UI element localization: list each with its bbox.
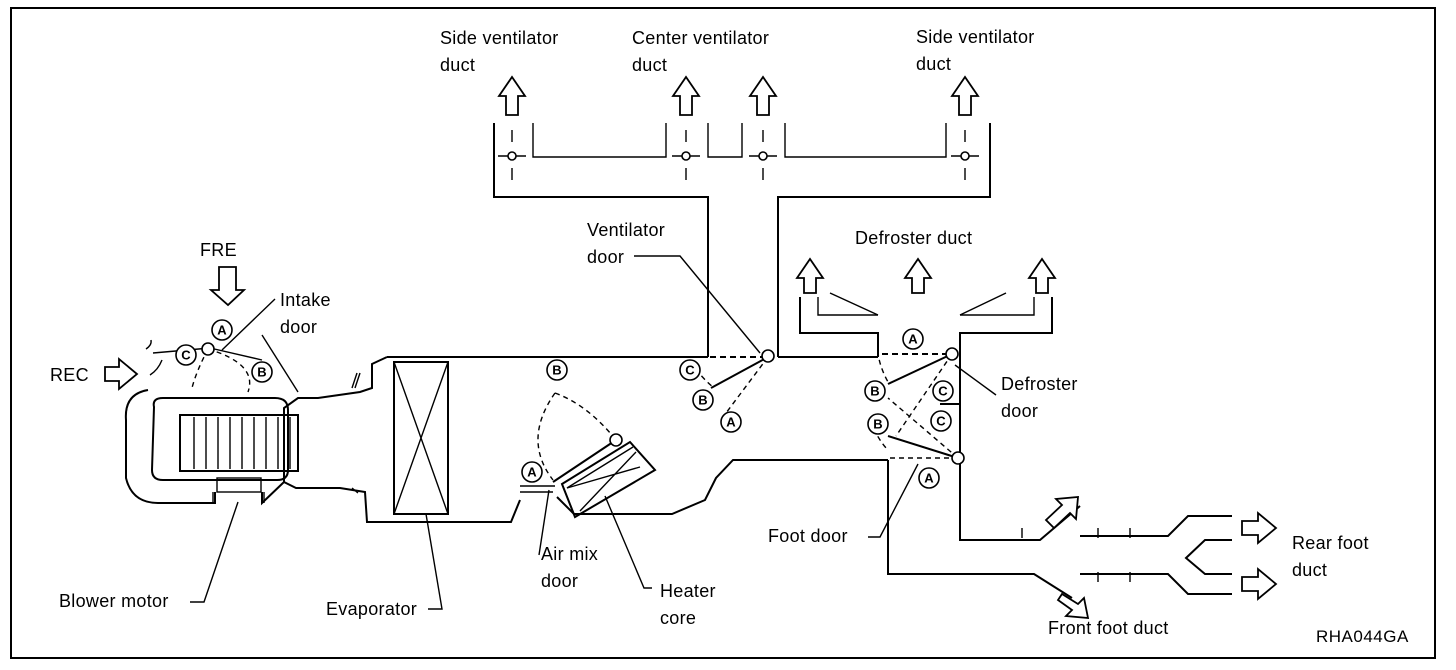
fre-arrow [208,266,247,307]
rec-arrow [104,357,163,391]
intake-door-label: Intake door [280,290,331,337]
leader-lines [190,255,997,610]
svg-text:B: B [552,363,561,378]
position-marker-b-intake: B [251,361,273,383]
heater-core [560,433,657,519]
foot-door-label: Foot door [768,526,848,546]
main-case-outline [283,356,1081,599]
position-marker-c-foot: C [930,410,952,432]
defroster-outlets [795,257,1057,357]
ventilator-door-label: Ventilator door [587,220,666,267]
figure-reference-code: RHA044GA [1316,627,1409,646]
evaporator-core [393,361,449,515]
svg-text:B: B [873,417,882,432]
vent-outlet-arrows [497,75,980,116]
blower-housing [124,389,289,506]
front-foot-duct-label: Front foot duct [1048,618,1169,638]
position-marker-b-ventilator: B [692,389,714,411]
position-marker-b-defroster: B [864,380,886,402]
svg-text:C: C [685,363,695,378]
svg-text:A: A [924,471,934,486]
position-marker-c-defroster: C [932,380,954,402]
svg-text:B: B [698,393,707,408]
position-marker-a-intake: A [211,319,233,341]
svg-text:B: B [257,365,266,380]
blower-fan [179,414,299,472]
side-ventilator-duct-right-label: Side ventilator duct [916,27,1035,74]
rear-foot-duct-label: Rear foot duct [1292,533,1369,580]
side-ventilator-duct-left-label: Side ventilator duct [440,28,559,75]
air-mix-door-label: Air mix door [541,544,599,591]
svg-text:C: C [938,384,948,399]
defroster-door [877,341,960,437]
rec-label: REC [50,365,89,385]
defroster-door-label: Defroster door [1001,374,1078,421]
center-ventilator-duct-label: Center ventilator duct [632,28,770,75]
svg-text:C: C [936,414,946,429]
air-mix-door [537,392,617,483]
intake-section [145,334,299,393]
diagram-frame [10,7,1436,659]
svg-text:A: A [527,465,537,480]
blower-motor-label: Blower motor [59,591,169,611]
svg-text:C: C [181,348,191,363]
heater-core-label: Heater core [660,581,716,628]
svg-text:A: A [908,332,918,347]
defroster-duct-label: Defroster duct [855,228,973,248]
position-marker-a-airmix: A [521,461,543,483]
svg-text:A: A [726,415,736,430]
position-marker-b-airmix: B [546,359,568,381]
position-marker-a-foot: A [918,467,940,489]
svg-text:B: B [870,384,879,399]
fre-label: FRE [200,240,237,260]
position-marker-a-defroster: A [902,328,924,350]
position-marker-b-foot: B [867,413,889,435]
position-marker-a-ventilator: A [720,411,742,433]
foot-ducts [1021,496,1278,620]
evaporator-label: Evaporator [326,599,418,619]
position-marker-c-intake: C [175,344,197,366]
position-marker-c-ventilator: C [679,359,701,381]
ventilator-duct-header [493,123,991,357]
svg-text:A: A [217,323,227,338]
